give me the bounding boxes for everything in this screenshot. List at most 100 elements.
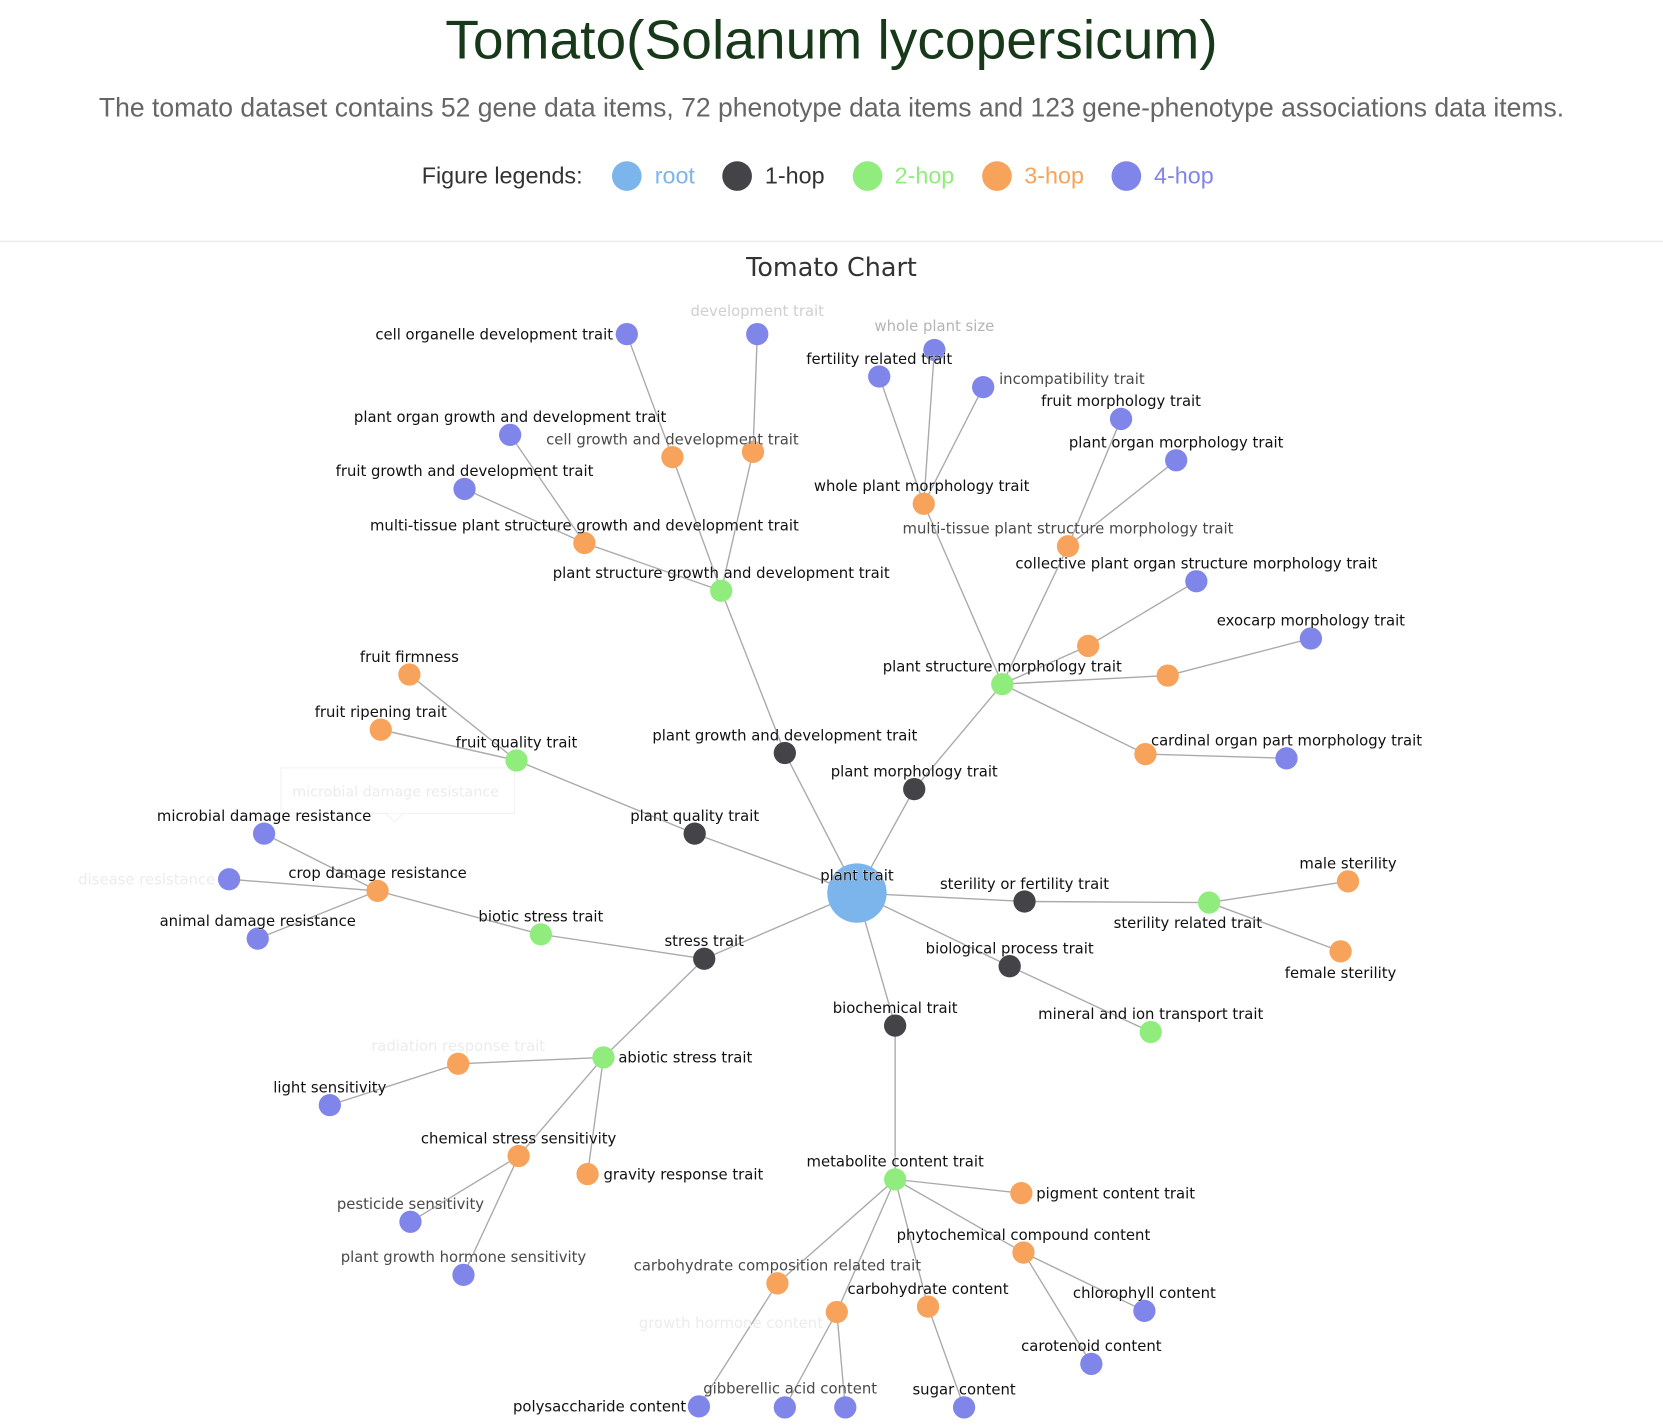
node-label: polysaccharide content	[513, 1399, 686, 1416]
graph-node[interactable]	[1077, 634, 1100, 658]
graph-node[interactable]	[1134, 742, 1157, 766]
graph-node[interactable]	[1010, 1182, 1033, 1205]
legend-item-3-hop[interactable]: 3-hop	[981, 161, 1084, 191]
node-label: mineral and ion transport trait	[1038, 1006, 1263, 1023]
edge	[1067, 459, 1177, 547]
graph-node[interactable]	[1275, 747, 1298, 770]
graph-node[interactable]	[1156, 664, 1179, 687]
graph-node[interactable]	[252, 822, 276, 845]
graph-node[interactable]	[773, 741, 796, 765]
graph-node[interactable]	[683, 822, 706, 845]
graph-node[interactable]	[1185, 570, 1208, 593]
graph-node[interactable]	[710, 579, 733, 602]
graph-node[interactable]	[687, 1395, 711, 1418]
graph-node[interactable]	[912, 492, 935, 515]
graph-node[interactable]	[576, 1162, 599, 1186]
node-label: animal damage resistance	[160, 913, 356, 930]
graph-node[interactable]	[991, 672, 1014, 696]
graph-node[interactable]	[399, 1210, 422, 1233]
graph-node[interactable]	[615, 322, 638, 346]
edge	[380, 729, 517, 762]
node-label: multi-tissue plant structure morphology …	[903, 520, 1234, 537]
legend-item-4-hop[interactable]: 4-hop	[1111, 161, 1214, 191]
node-label: plant growth hormone sensitivity	[341, 1249, 587, 1266]
graph-node[interactable]	[1109, 407, 1133, 431]
edge	[878, 376, 925, 505]
edge	[464, 488, 585, 544]
graph-node[interactable]	[1329, 940, 1352, 963]
tooltip-arrow	[385, 813, 404, 823]
legend-item-2-hop[interactable]: 2-hop	[852, 161, 954, 191]
graph-node[interactable]	[529, 923, 553, 946]
edge	[923, 386, 984, 505]
edge	[540, 933, 705, 960]
graph-node[interactable]	[834, 1396, 857, 1419]
graph-node[interactable]	[998, 955, 1021, 978]
edge	[913, 683, 1003, 790]
node-label: carbohydrate content	[848, 1281, 1009, 1298]
graph-node[interactable]	[773, 1396, 796, 1419]
edge	[752, 334, 758, 452]
graph-node[interactable]	[661, 445, 684, 469]
node-label: plant morphology trait	[831, 763, 998, 780]
graph-node[interactable]	[1197, 891, 1221, 914]
graph-node[interactable]	[1013, 890, 1036, 913]
graph-node[interactable]	[766, 1272, 789, 1295]
graph-node[interactable]	[746, 322, 769, 346]
graph-node[interactable]	[453, 477, 476, 501]
graph-node[interactable]	[903, 777, 926, 801]
graph-node[interactable]	[1299, 627, 1323, 650]
graph-node[interactable]	[741, 440, 765, 463]
graph-node[interactable]	[972, 375, 995, 399]
node-label: pigment content trait	[1036, 1185, 1195, 1202]
graph-node[interactable]	[505, 749, 528, 772]
edge	[923, 349, 936, 504]
graph-node[interactable]	[916, 1295, 940, 1318]
graph-node[interactable]	[1080, 1352, 1103, 1376]
graph-node[interactable]	[693, 947, 716, 970]
graph-node[interactable]	[507, 1144, 530, 1168]
graph-node[interactable]	[868, 365, 891, 388]
node-label: development trait	[691, 303, 825, 320]
graph-node[interactable]	[884, 1168, 907, 1191]
edge	[1167, 637, 1312, 677]
node-label: gravity response trait	[603, 1166, 763, 1183]
node-label: plant structure morphology trait	[883, 658, 1122, 675]
graph-node[interactable]	[246, 927, 269, 950]
root-node[interactable]	[827, 863, 887, 923]
graph-node[interactable]	[923, 338, 946, 362]
graph-node[interactable]	[452, 1263, 475, 1286]
graph-node[interactable]	[1139, 1020, 1162, 1044]
legend-item-1-hop[interactable]: 1-hop	[722, 161, 825, 191]
graph-node[interactable]	[318, 1093, 341, 1117]
graph-node[interactable]	[1133, 1299, 1156, 1323]
graph-node[interactable]	[369, 718, 392, 741]
node-label: plant growth and development trait	[652, 727, 917, 744]
graph-node[interactable]	[366, 879, 389, 903]
graph-node[interactable]	[447, 1052, 470, 1075]
node-label: phytochemical compound content	[897, 1227, 1151, 1244]
graph-node[interactable]	[1056, 535, 1080, 558]
edge	[894, 1179, 929, 1307]
graph-node[interactable]	[499, 423, 522, 446]
graph-node[interactable]	[573, 531, 596, 555]
node-label: multi-tissue plant structure growth and …	[370, 517, 799, 534]
legend-item-root[interactable]: root	[612, 161, 695, 191]
edge	[410, 1155, 519, 1223]
graph-node[interactable]	[1012, 1241, 1035, 1264]
graph-node[interactable]	[952, 1396, 976, 1419]
graph-node[interactable]	[217, 868, 241, 891]
graph-node[interactable]	[884, 1014, 907, 1037]
graph-node[interactable]	[398, 663, 421, 686]
node-label: fruit growth and development trait	[336, 463, 594, 480]
node-label: microbial damage resistance	[157, 808, 371, 825]
node-label: whole plant morphology trait	[814, 478, 1030, 495]
node-label: carotenoid content	[1021, 1338, 1162, 1355]
graph-node[interactable]	[825, 1300, 848, 1324]
figure-legend: Figure legends: root 1-hop 2-hop 3-hop 4…	[0, 161, 1663, 191]
graph-node[interactable]	[1165, 449, 1188, 472]
graph-node[interactable]	[1336, 870, 1360, 893]
graph-node[interactable]	[592, 1046, 615, 1069]
